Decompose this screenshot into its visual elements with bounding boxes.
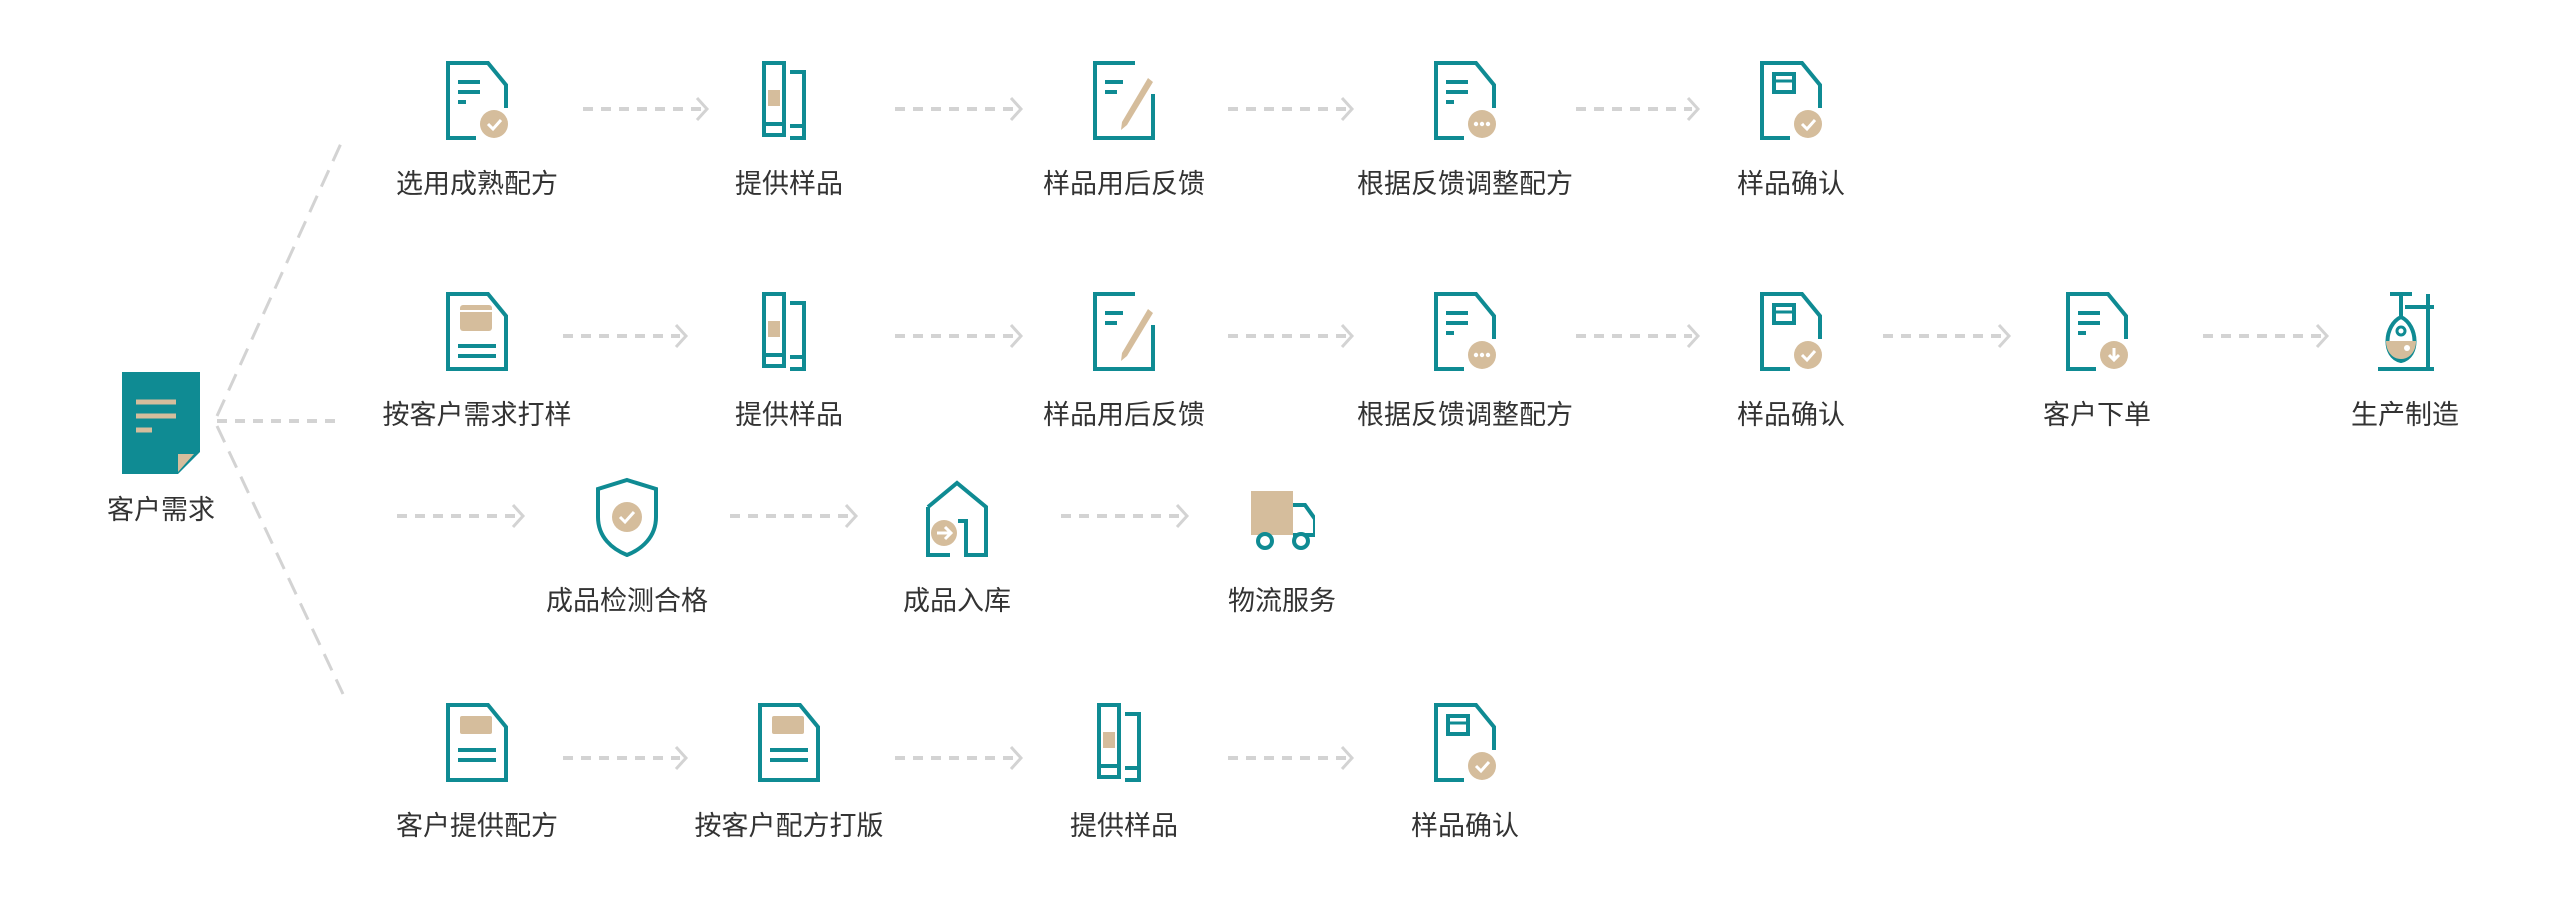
document-download-icon — [1967, 291, 2227, 371]
flow-step: 样品用后反馈 — [994, 60, 1254, 201]
flow-arrow — [1228, 745, 1355, 771]
step-label: 客户下单 — [2043, 400, 2151, 431]
document-more-icon — [1335, 291, 1595, 371]
flow-step: 按客户需求打样 — [347, 291, 607, 432]
flow-step: 按客户配方打版 — [659, 702, 919, 843]
step-label: 成品入库 — [903, 586, 1011, 617]
flow-step: 生产制造 — [2275, 291, 2535, 432]
step-label: 生产制造 — [2351, 400, 2459, 431]
flow-step: 样品用后反馈 — [994, 291, 1254, 432]
flask-icon — [2275, 291, 2535, 371]
step-label: 物流服务 — [1228, 586, 1336, 617]
step-label: 样品确认 — [1737, 169, 1845, 200]
truck-icon — [1152, 477, 1412, 557]
step-label: 根据反馈调整配方 — [1357, 400, 1573, 431]
step-label: 样品用后反馈 — [1043, 169, 1205, 200]
flow-step: 样品确认 — [1335, 702, 1595, 843]
branch-line-bottom — [215, 425, 345, 695]
flow-step: 成品检测合格 — [497, 477, 757, 618]
sample-tubes-icon — [994, 702, 1254, 782]
shield-check-icon — [497, 477, 757, 557]
root-node-customer-demand: 客户需求 — [31, 372, 291, 527]
document-box-check-icon — [1661, 60, 1921, 140]
flow-step: 提供样品 — [994, 702, 1254, 843]
flow-arrow — [583, 96, 710, 122]
step-label: 样品确认 — [1737, 400, 1845, 431]
flow-step: 样品确认 — [1661, 60, 1921, 201]
flow-arrow — [730, 503, 859, 529]
step-label: 提供样品 — [735, 400, 843, 431]
step-label: 提供样品 — [735, 169, 843, 200]
flow-arrow — [1061, 503, 1190, 529]
flow-step: 提供样品 — [659, 291, 919, 432]
sample-tubes-icon — [659, 291, 919, 371]
flow-arrow — [895, 96, 1024, 122]
flow-arrow — [895, 323, 1024, 349]
step-label: 成品检测合格 — [546, 586, 708, 617]
flow-arrow — [895, 745, 1024, 771]
flow-arrow — [1228, 323, 1355, 349]
flow-arrow — [397, 503, 526, 529]
flow-step: 成品入库 — [827, 477, 1087, 618]
document-more-icon — [1335, 60, 1595, 140]
flow-step: 根据反馈调整配方 — [1335, 291, 1595, 432]
flow-step: 物流服务 — [1152, 477, 1412, 618]
flow-step: 样品确认 — [1661, 291, 1921, 432]
document-check-icon — [347, 60, 607, 140]
flow-arrow — [1883, 323, 2012, 349]
flow-step: 根据反馈调整配方 — [1335, 60, 1595, 201]
step-label: 提供样品 — [1070, 811, 1178, 842]
flow-step: 提供样品 — [659, 60, 919, 201]
flow-arrow — [1576, 96, 1701, 122]
step-label: 样品确认 — [1411, 811, 1519, 842]
document-box-check-icon — [1335, 702, 1595, 782]
document-card-icon — [347, 702, 607, 782]
step-label: 样品用后反馈 — [1043, 400, 1205, 431]
step-label: 按客户需求打样 — [382, 400, 572, 431]
sample-tubes-icon — [659, 60, 919, 140]
flow-step: 客户下单 — [1967, 291, 2227, 432]
edit-pen-icon — [994, 60, 1254, 140]
edit-pen-icon — [994, 291, 1254, 371]
step-label: 客户提供配方 — [396, 811, 558, 842]
step-label: 按客户配方打版 — [694, 811, 884, 842]
document-card-icon — [347, 291, 607, 371]
flow-arrow — [1228, 96, 1355, 122]
flow-arrow — [563, 745, 689, 771]
flow-step: 客户提供配方 — [347, 702, 607, 843]
step-label: 根据反馈调整配方 — [1357, 169, 1573, 200]
flow-step: 选用成熟配方 — [347, 60, 607, 201]
flow-arrow — [563, 323, 689, 349]
warehouse-icon — [827, 477, 1087, 557]
step-label: 选用成熟配方 — [396, 169, 558, 200]
document-icon — [31, 372, 291, 474]
root-label: 客户需求 — [107, 495, 215, 526]
flow-arrow — [2203, 323, 2330, 349]
flow-arrow — [1576, 323, 1701, 349]
branch-line-top — [215, 138, 345, 417]
document-box-check-icon — [1661, 291, 1921, 371]
document-card-icon — [659, 702, 919, 782]
